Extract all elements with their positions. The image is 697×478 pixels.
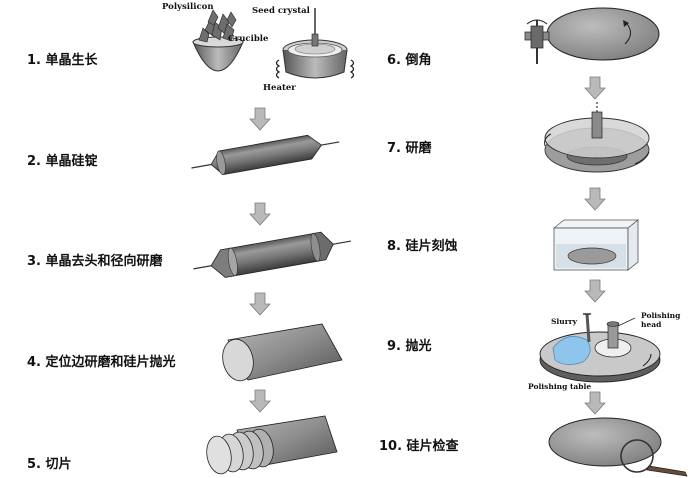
step-label-4: 4. 定位边研磨和硅片抛光: [27, 355, 176, 370]
step-label-3: 3. 单晶去头和径向研磨: [27, 254, 163, 269]
step-label-6: 6. 倒角: [387, 53, 432, 68]
silicon-ingot-illustration: [191, 134, 340, 176]
wafer-inspection-illustration: [548, 417, 688, 477]
step-label-5: 5. 切片: [27, 457, 72, 472]
crystal-growth-illustration: [192, 8, 355, 79]
lapping-illustration: [544, 102, 650, 173]
down-arrow-icon: [249, 389, 271, 413]
etching-tank-illustration: [552, 219, 640, 271]
polysilicon-caption: Polysilicon: [162, 2, 214, 12]
step-label-9: 9. 抛光: [387, 339, 432, 354]
ground-cylinder-illustration: [222, 323, 343, 382]
crucible-caption: Crucible: [228, 34, 269, 44]
down-arrow-icon: [584, 279, 606, 303]
step-label-8: 8. 硅片刻蚀: [387, 239, 458, 254]
polishing-table-caption: Polishing table: [528, 382, 592, 391]
polishing-head-caption-line1: Polishing: [641, 311, 681, 320]
slurry-caption: Slurry: [551, 317, 577, 326]
down-arrow-icon: [584, 76, 606, 100]
sliced-cylinder-illustration: [206, 415, 338, 475]
step-label-7: 7. 研磨: [387, 141, 432, 156]
polishing-head-caption-line2: head: [641, 320, 662, 329]
down-arrow-icon: [584, 187, 606, 211]
heater-caption: Heater: [263, 83, 296, 93]
step-label-1: 1. 单晶生长: [27, 53, 98, 68]
edge-rounding-illustration: [524, 7, 660, 64]
down-arrow-icon: [249, 107, 271, 131]
polishing-illustration: [539, 313, 661, 383]
seed-crystal-caption: Seed crystal: [252, 6, 310, 16]
step-label-10: 10. 硅片检查: [379, 439, 459, 454]
down-arrow-icon: [249, 202, 271, 226]
down-arrow-icon: [249, 292, 271, 316]
step-label-2: 2. 单晶硅锭: [27, 154, 98, 169]
down-arrow-icon: [584, 391, 606, 415]
cropped-ingot-illustration: [193, 231, 352, 278]
